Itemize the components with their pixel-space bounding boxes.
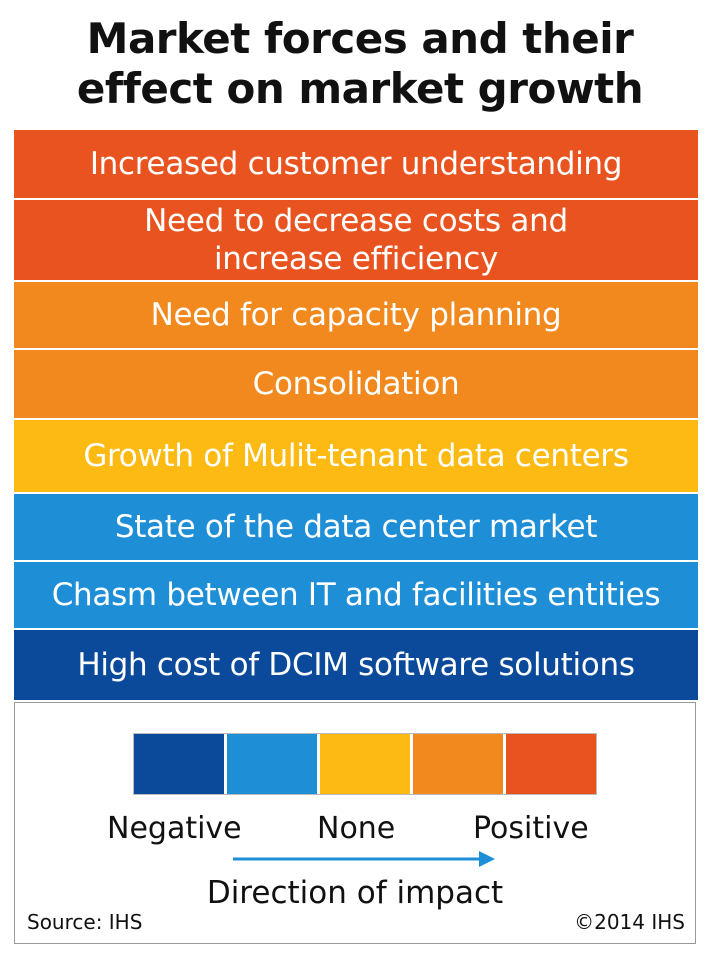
arrow-head (479, 851, 495, 867)
market-forces-list: Increased customer understanding Need to… (14, 130, 698, 700)
copyright-note: ©2014 IHS (574, 910, 685, 934)
swatch-none (320, 734, 413, 794)
force-label: State of the data center market (114, 509, 598, 545)
force-bar-multi-tenant: Growth of Mulit-tenant data centers (14, 420, 698, 494)
force-bar-customer-understanding: Increased customer understanding (14, 130, 698, 200)
title-line-1: Market forces and their (86, 14, 634, 63)
direction-arrow-icon (233, 851, 495, 867)
force-bar-decrease-costs: Need to decrease costs and increase effi… (14, 200, 698, 282)
legend-label-negative: Negative (107, 811, 242, 846)
force-label: Consolidation (252, 366, 460, 402)
force-label: Chasm between IT and facilities entities (51, 577, 661, 613)
force-label: Need for capacity planning (150, 297, 562, 333)
swatch-somewhat-positive (413, 734, 506, 794)
force-label: Growth of Mulit-tenant data centers (83, 438, 629, 474)
source-note: Source: IHS (27, 910, 143, 934)
diagram-title: Market forces and their effect on market… (0, 14, 720, 114)
swatch-positive (506, 734, 596, 794)
force-bar-capacity-planning: Need for capacity planning (14, 282, 698, 350)
force-bar-data-center-market: State of the data center market (14, 494, 698, 562)
force-bar-consolidation: Consolidation (14, 350, 698, 420)
legend-label-positive: Positive (473, 811, 589, 846)
force-label: High cost of DCIM software solutions (77, 647, 635, 683)
force-bar-chasm-it-facilities: Chasm between IT and facilities entities (14, 562, 698, 630)
legend-label-none: None (317, 811, 396, 846)
title-line-2: effect on market growth (76, 64, 644, 113)
direction-of-impact-label: Direction of impact (206, 875, 504, 911)
force-label: Need to decrease costs and increase effi… (144, 203, 568, 277)
force-bar-dcim-cost: High cost of DCIM software solutions (14, 630, 698, 700)
swatch-negative (134, 734, 227, 794)
swatch-somewhat-negative (227, 734, 320, 794)
impact-legend: Negative None Positive Direction of impa… (14, 702, 696, 944)
force-label: Increased customer understanding (89, 146, 623, 182)
impact-color-scale (133, 733, 597, 795)
